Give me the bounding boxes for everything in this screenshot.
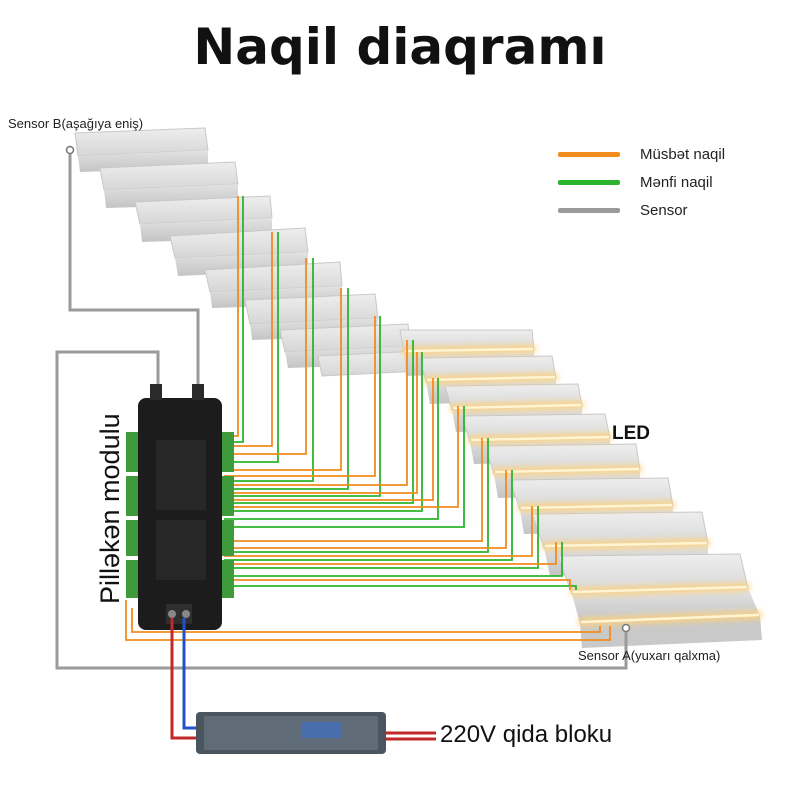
legend: Müsbət naqil Mənfi naqil Sensor: [558, 140, 725, 224]
legend-item-negative: Mənfi naqil: [558, 168, 725, 196]
legend-item-sensor: Sensor: [558, 196, 725, 224]
sensor-a-dot: [621, 623, 631, 633]
sensor-a-label: Sensor A(yuxarı qalxma): [578, 648, 721, 663]
module-label: Pilləkən modulu: [95, 413, 125, 604]
stair-controller: [126, 384, 234, 630]
legend-swatch-positive: [558, 151, 620, 157]
power-cables: [170, 618, 436, 741]
sensor-b-label: Sensor B(aşağıya eniş): [8, 116, 144, 131]
led-strips: [401, 344, 763, 627]
led-label: LED: [612, 423, 650, 444]
legend-swatch-negative: [558, 179, 620, 185]
positive-wires: [125, 196, 611, 641]
sensor-b-dot: [65, 145, 75, 155]
upper-stairs: [74, 127, 443, 377]
negative-wires: [224, 196, 577, 590]
sensor-wires: [55, 150, 628, 670]
legend-item-positive: Müsbət naqil: [558, 140, 725, 168]
power-supply-unit: [196, 712, 386, 754]
diagram-title: Naqil diaqramı: [193, 18, 607, 76]
legend-label-negative: Mənfi naqil: [640, 173, 713, 191]
legend-swatch-sensor: [558, 207, 620, 213]
legend-label-sensor: Sensor: [640, 201, 688, 219]
power-supply-label: 220V qida bloku: [440, 721, 613, 748]
legend-label-positive: Müsbət naqil: [640, 145, 726, 163]
